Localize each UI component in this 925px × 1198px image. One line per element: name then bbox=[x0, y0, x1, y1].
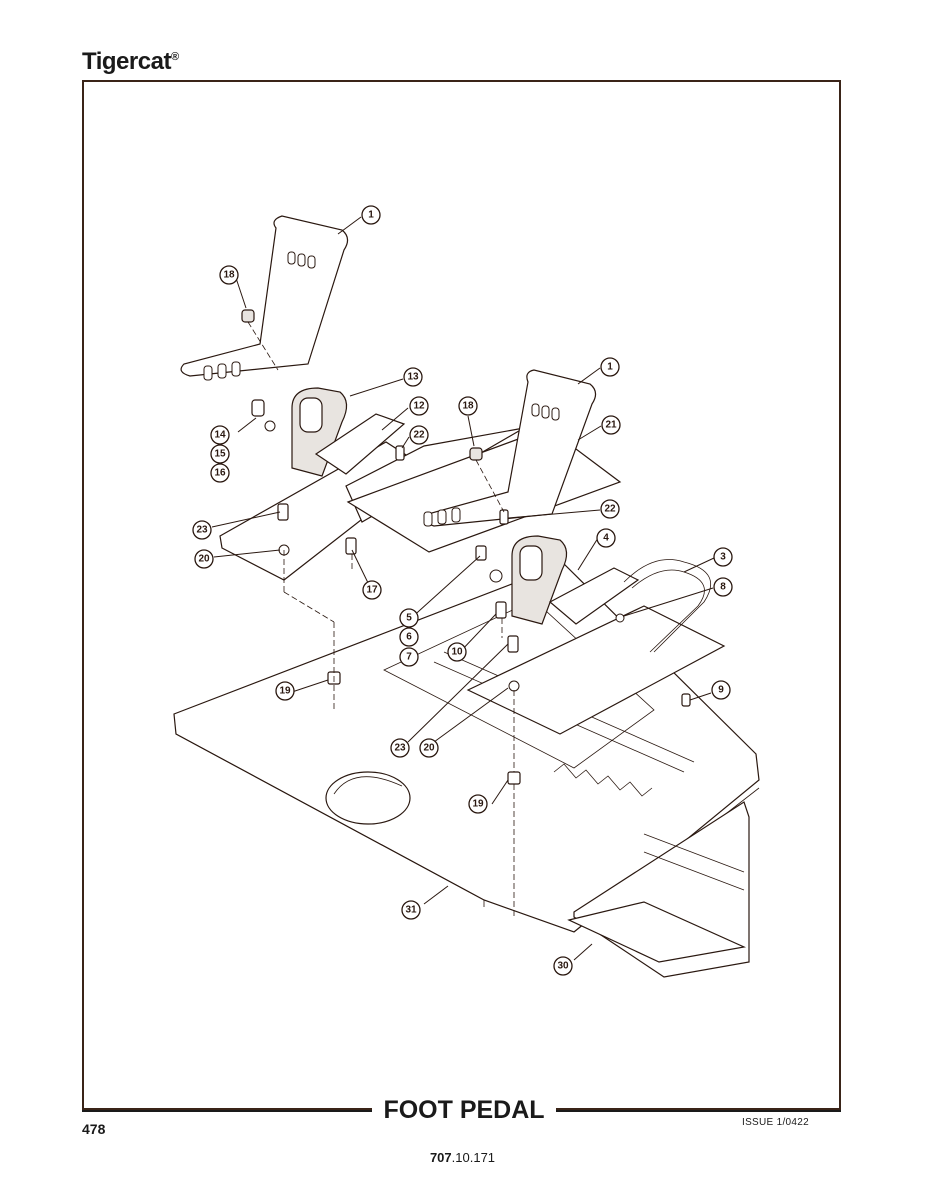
svg-text:14: 14 bbox=[214, 430, 226, 441]
svg-text:8: 8 bbox=[720, 582, 726, 593]
callout-5: 5 bbox=[399, 608, 419, 628]
callout-19a: 19 bbox=[275, 681, 295, 701]
svg-text:6: 6 bbox=[406, 632, 412, 643]
left-pedal-sensor bbox=[291, 387, 406, 477]
document-number-suffix: .10.171 bbox=[451, 1150, 496, 1165]
right-pedal-sensor bbox=[511, 535, 640, 625]
callout-1a: 1 bbox=[361, 205, 381, 225]
callout-9: 9 bbox=[711, 680, 731, 700]
svg-text:22: 22 bbox=[604, 504, 616, 515]
callout-6: 6 bbox=[399, 627, 419, 647]
callout-7: 7 bbox=[399, 647, 419, 667]
title-rule-right bbox=[556, 1110, 841, 1112]
callout-20b: 20 bbox=[419, 738, 439, 758]
svg-text:18: 18 bbox=[223, 270, 235, 281]
svg-text:23: 23 bbox=[196, 525, 208, 536]
registered-mark: ® bbox=[170, 51, 179, 63]
svg-text:22: 22 bbox=[413, 430, 425, 441]
callout-23a: 23 bbox=[192, 520, 212, 540]
left-pedal bbox=[180, 215, 349, 381]
svg-text:30: 30 bbox=[557, 961, 569, 972]
svg-text:15: 15 bbox=[214, 449, 226, 460]
callout-13: 13 bbox=[403, 367, 423, 387]
callout-31: 31 bbox=[401, 900, 421, 920]
svg-text:9: 9 bbox=[718, 685, 724, 696]
leader-lines bbox=[211, 216, 715, 961]
svg-text:19: 19 bbox=[472, 799, 484, 810]
svg-text:5: 5 bbox=[406, 613, 412, 624]
title-rule-left bbox=[82, 1110, 372, 1112]
document-number-prefix: 707 bbox=[429, 1150, 452, 1165]
base-plate bbox=[567, 801, 750, 978]
brand-logo: Tigercat® bbox=[82, 48, 179, 76]
foot-pedal-exploded-diagram: 1 18 13 12 22 14 15 16 18 1 21 23 20 17 … bbox=[173, 205, 760, 978]
svg-text:3: 3 bbox=[720, 552, 726, 563]
callout-4: 4 bbox=[596, 528, 616, 548]
callout-19b: 19 bbox=[468, 794, 488, 814]
callout-17: 17 bbox=[362, 580, 382, 600]
callout-16: 16 bbox=[210, 463, 230, 483]
svg-text:7: 7 bbox=[406, 652, 412, 663]
callout-14: 14 bbox=[210, 425, 230, 445]
svg-text:1: 1 bbox=[607, 362, 613, 373]
callout-12: 12 bbox=[409, 396, 429, 416]
callout-21: 21 bbox=[601, 415, 621, 435]
svg-text:4: 4 bbox=[603, 533, 609, 544]
callout-1b: 1 bbox=[600, 357, 620, 377]
callout-18b: 18 bbox=[458, 396, 478, 416]
svg-text:12: 12 bbox=[413, 401, 425, 412]
callout-22a: 22 bbox=[409, 425, 429, 445]
svg-text:13: 13 bbox=[407, 372, 419, 383]
svg-text:20: 20 bbox=[423, 743, 435, 754]
issue-label: ISSUE 1/0422 bbox=[742, 1117, 809, 1128]
callout-30: 30 bbox=[553, 956, 573, 976]
callout-22b: 22 bbox=[600, 499, 620, 519]
brand-name: Tigercat bbox=[82, 48, 171, 75]
assembly-lines bbox=[247, 321, 515, 918]
svg-text:31: 31 bbox=[405, 905, 417, 916]
callout-20a: 20 bbox=[194, 549, 214, 569]
callout-23b: 23 bbox=[390, 738, 410, 758]
svg-text:19: 19 bbox=[279, 686, 291, 697]
svg-text:20: 20 bbox=[198, 554, 210, 565]
callout-15: 15 bbox=[210, 444, 230, 464]
svg-text:18: 18 bbox=[462, 401, 474, 412]
svg-text:16: 16 bbox=[214, 468, 226, 479]
right-pedal bbox=[423, 369, 597, 527]
page-number: 478 bbox=[82, 1121, 106, 1137]
svg-text:10: 10 bbox=[451, 647, 463, 658]
svg-text:17: 17 bbox=[366, 585, 378, 596]
fasteners bbox=[241, 309, 691, 785]
callout-18a: 18 bbox=[219, 265, 239, 285]
page-title: FOOT PEDAL bbox=[372, 1096, 556, 1125]
document-number: 707.10.171 bbox=[0, 1150, 925, 1165]
callout-10: 10 bbox=[447, 642, 467, 662]
svg-text:23: 23 bbox=[394, 743, 406, 754]
callout-8: 8 bbox=[713, 577, 733, 597]
callout-3: 3 bbox=[713, 547, 733, 567]
svg-text:1: 1 bbox=[368, 210, 374, 221]
svg-text:21: 21 bbox=[605, 420, 617, 431]
